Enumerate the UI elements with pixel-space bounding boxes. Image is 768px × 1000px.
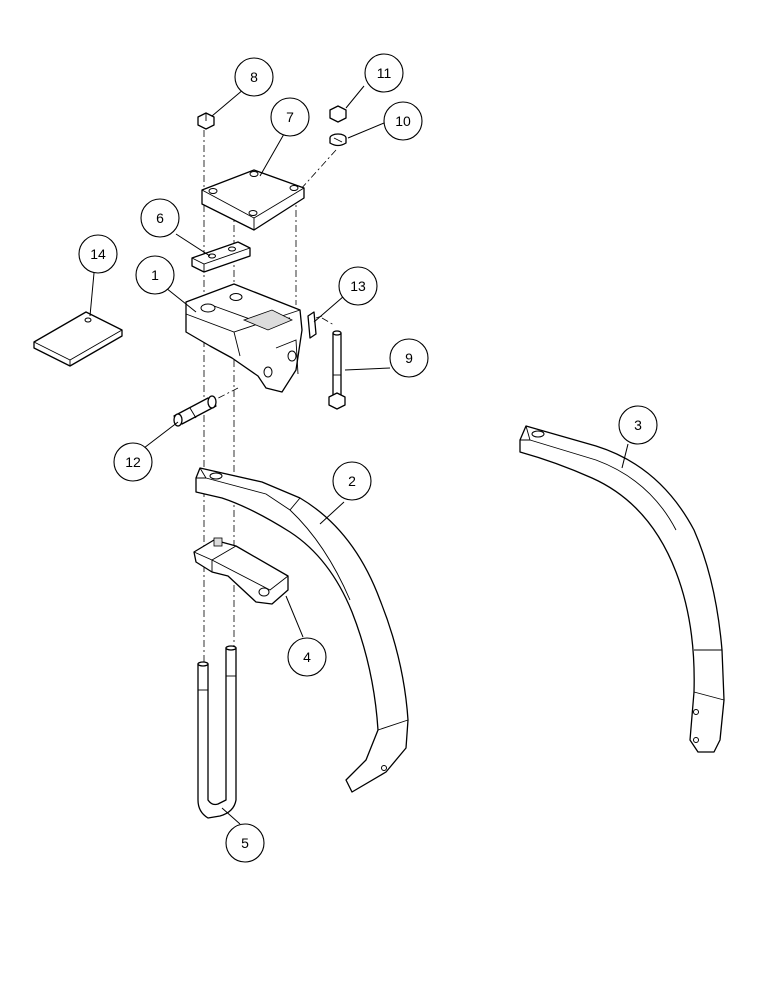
callout-14: 14 xyxy=(78,234,118,274)
part-9-bolt xyxy=(328,330,346,410)
callout-3: 3 xyxy=(618,405,658,445)
svg-text:6: 6 xyxy=(156,210,164,226)
svg-text:13: 13 xyxy=(350,278,366,294)
svg-text:8: 8 xyxy=(250,69,258,85)
part-14-plate xyxy=(33,311,123,367)
part-5-u-bolt xyxy=(197,645,237,819)
callout-1: 1 xyxy=(135,255,175,295)
svg-text:12: 12 xyxy=(125,454,141,470)
callout-4: 4 xyxy=(287,637,327,677)
callout-13: 13 xyxy=(338,266,378,306)
svg-text:4: 4 xyxy=(303,649,311,665)
callout-leaders xyxy=(89,85,629,825)
part-8-hex-nut xyxy=(197,112,215,130)
svg-text:11: 11 xyxy=(377,65,392,81)
callout-bubbles: 1 2 3 4 5 6 7 8 9 10 11 xyxy=(78,53,658,863)
callout-7: 7 xyxy=(270,97,310,137)
part-12-pin xyxy=(173,395,217,427)
callout-8: 8 xyxy=(234,57,274,97)
callout-6: 6 xyxy=(140,198,180,238)
svg-text:1: 1 xyxy=(151,267,159,283)
callout-10: 10 xyxy=(383,101,423,141)
svg-text:9: 9 xyxy=(405,350,413,366)
svg-text:2: 2 xyxy=(348,473,356,489)
callout-5: 5 xyxy=(225,823,265,863)
svg-text:3: 3 xyxy=(634,417,642,433)
part-2-curved-shank xyxy=(195,467,409,793)
svg-text:7: 7 xyxy=(286,109,294,125)
callout-9: 9 xyxy=(389,338,429,378)
part-11-hex-nut xyxy=(329,105,347,123)
callout-11: 11 xyxy=(364,53,404,93)
svg-text:5: 5 xyxy=(241,835,249,851)
callout-12: 12 xyxy=(113,442,153,482)
part-6-spacer-bar xyxy=(191,241,251,273)
part-4-bracket-arm xyxy=(193,537,289,605)
svg-text:10: 10 xyxy=(395,113,411,129)
callout-2: 2 xyxy=(332,461,372,501)
part-3-shank xyxy=(519,425,725,753)
svg-text:14: 14 xyxy=(90,246,106,262)
part-13-clip-pin xyxy=(307,311,323,339)
part-10-lock-washer xyxy=(329,133,347,147)
part-7-clamp-plate xyxy=(201,169,305,231)
part-1-mounting-bracket xyxy=(185,283,303,393)
